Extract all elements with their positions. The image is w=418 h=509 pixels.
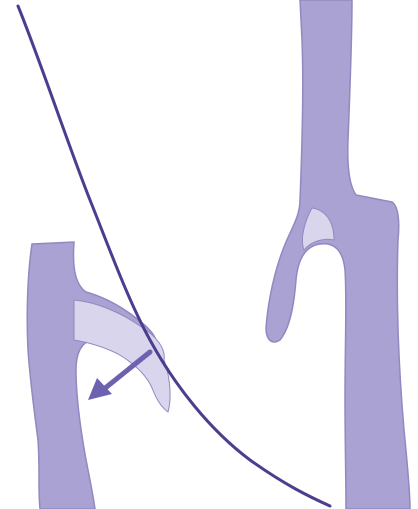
- left-vessel-group: [27, 242, 170, 509]
- left-vessel: [27, 242, 157, 509]
- right-vessel-group: [266, 0, 410, 509]
- left-branch: [74, 300, 170, 412]
- right-vessel: [266, 0, 410, 509]
- arrow-head-icon: [88, 378, 112, 400]
- flow-arrow: [88, 352, 150, 400]
